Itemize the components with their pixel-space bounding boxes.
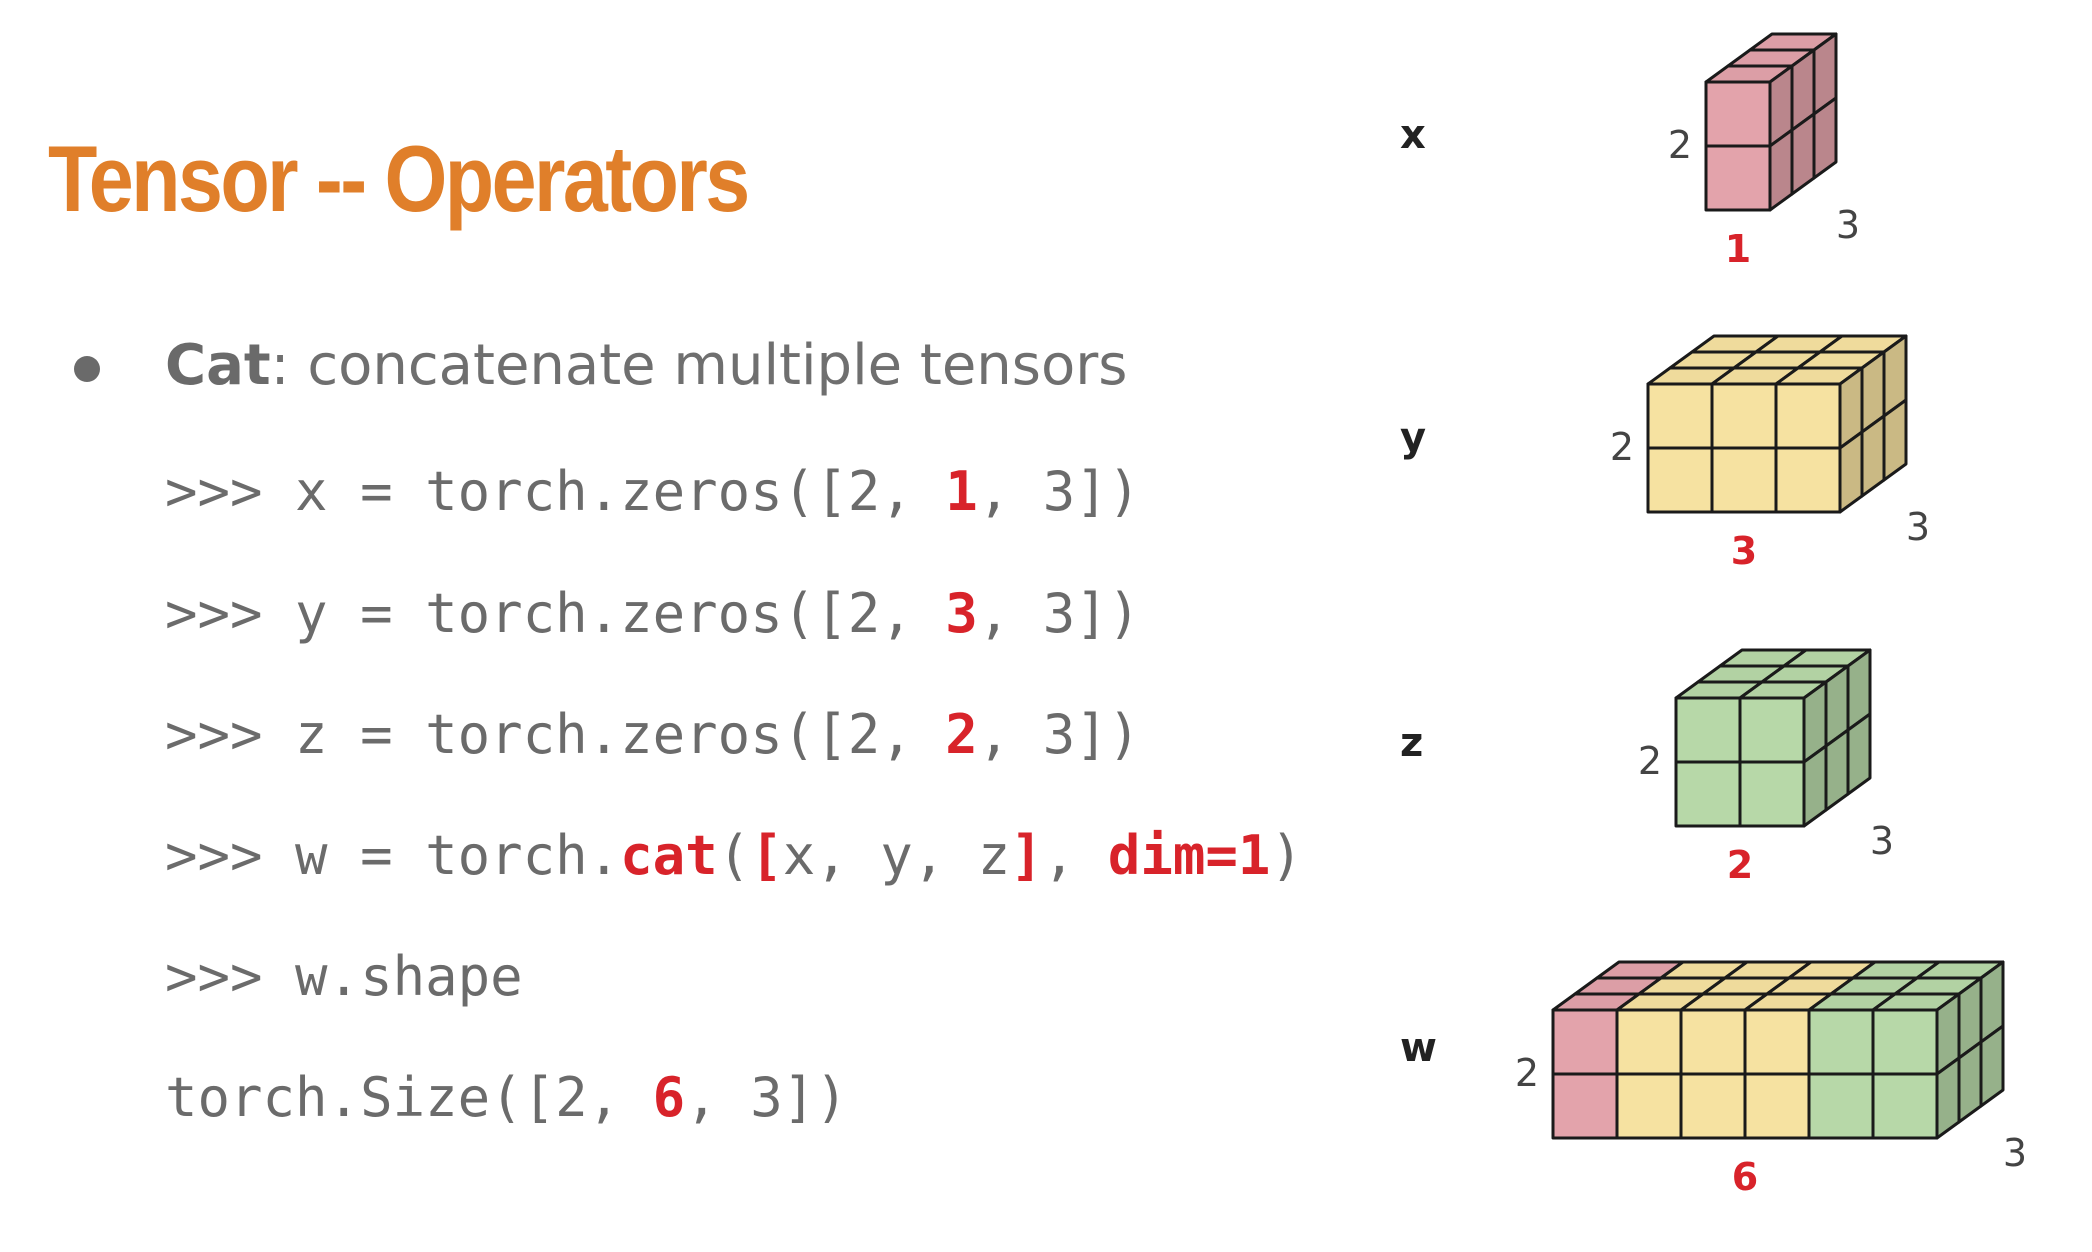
cube-side-face [1860,414,1886,498]
code-highlight: 2 [945,703,978,766]
code-highlight: ] [1010,824,1043,887]
code-text: >>> w = torch. [165,824,621,887]
code-text: >>> y = torch.zeros([2, [165,582,946,645]
code-highlight: cat [620,824,718,887]
cube-front-face [1674,696,1742,764]
code-highlight: [ [750,824,783,887]
cube-front-face [1807,1072,1875,1140]
dim0-label: 2 [1610,425,1634,469]
dim2-label: 3 [2003,1131,2027,1175]
code-text: >>> w.shape [165,945,523,1008]
code-text: , 3]) [977,582,1141,645]
code-text: , [1042,824,1108,887]
code-highlight: 6 [652,1066,686,1129]
cube-side-face [1957,1040,1983,1124]
cube-front-face [1738,696,1806,764]
code-highlight: 3 [945,582,978,645]
cube-front-face [1704,144,1772,212]
code-text: >>> x = torch.zeros([2, [165,460,946,523]
dim2-label: 3 [1836,203,1860,247]
code-text: ( [717,824,751,887]
cube-front-face [1710,382,1778,450]
cube-front-face [1615,1072,1683,1140]
tensor-name-z: z [1400,720,1424,766]
cube-side-face [1935,1056,1961,1140]
code-text: >>> z = torch.zeros([2, [165,703,946,766]
cube-front-face [1738,760,1806,828]
dim1-label: 6 [1732,1155,1758,1199]
code-highlight: dim=1 [1107,824,1271,887]
cube-side-face [1802,744,1828,828]
tensor-name-x: x [1400,112,1426,158]
cube-front-face [1774,446,1842,514]
cube-side-face [1846,712,1872,796]
code-line: >>> w.shape [165,945,523,1008]
cube-front-face [1646,446,1714,514]
cube-front-face [1710,446,1778,514]
cube-front-face [1871,1008,1939,1076]
cube-side-face [1838,430,1864,514]
cube-front-face [1674,760,1742,828]
cube-side-face [1979,1024,2005,1108]
code-text: torch.Size([2, [165,1066,653,1129]
code-highlight: 1 [945,460,978,523]
cube-side-face [1812,96,1838,180]
code-text: , 3]) [977,703,1141,766]
code-line: >>> w = torch.cat([x, y, z], dim=1) [165,824,1303,887]
tensor-name-y: y [1400,415,1427,461]
cube-front-face [1871,1072,1939,1140]
cube-front-face [1774,382,1842,450]
cube-front-face [1743,1008,1811,1076]
code-line: >>> x = torch.zeros([2, 1, 3]) [165,460,1140,523]
cube-front-face [1551,1072,1619,1140]
code-line: >>> z = torch.zeros([2, 2, 3]) [165,703,1140,766]
bullet-line: Cat: concatenate multiple tensors [165,333,1127,398]
code-line: >>> y = torch.zeros([2, 3, 3]) [165,582,1140,645]
slide-title: Tensor -- Operators [48,126,750,231]
cube-front-face [1743,1072,1811,1140]
cube-front-face [1551,1008,1619,1076]
dim0-label: 2 [1668,123,1692,167]
dim2-label: 3 [1870,819,1894,863]
code-text: , 3]) [977,460,1141,523]
dim1-label: 2 [1727,843,1753,887]
code-text: , 3]) [685,1066,848,1129]
dim0-label: 2 [1515,1051,1539,1095]
code-text: ) [1270,824,1303,887]
cube-front-face [1646,382,1714,450]
cube-front-face [1704,80,1772,148]
dim1-label: 1 [1725,227,1751,271]
bullet-separator: : [270,333,290,398]
bullet-dot [74,356,100,382]
cube-side-face [1882,398,1908,482]
dim2-label: 3 [1906,505,1930,549]
dim1-label: 3 [1731,529,1757,573]
cube-side-face [1768,128,1794,212]
cube-side-face [1790,112,1816,196]
code-text: x, y, z [782,824,1011,887]
cube-front-face [1679,1008,1747,1076]
dim0-label: 2 [1638,739,1662,783]
cube-front-face [1679,1072,1747,1140]
cube-front-face [1615,1008,1683,1076]
tensor-name-w: w [1400,1025,1437,1071]
bullet-description: concatenate multiple tensors [289,333,1128,398]
code-line: torch.Size([2, 6, 3]) [165,1066,848,1129]
cube-front-face [1807,1008,1875,1076]
bullet-keyword: Cat [165,333,271,398]
cube-side-face [1824,728,1850,812]
